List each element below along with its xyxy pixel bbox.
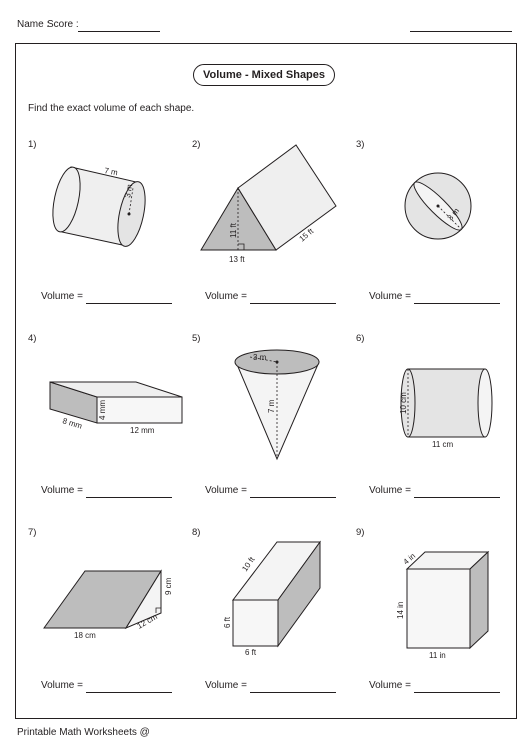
box-8-length-label: 10 ft bbox=[240, 555, 257, 574]
prism-2-base-label: 13 ft bbox=[229, 255, 245, 264]
answer-line-7[interactable] bbox=[86, 692, 172, 693]
answer-line-1[interactable] bbox=[86, 303, 172, 304]
worksheet-title: Volume - Mixed Shapes bbox=[193, 64, 335, 86]
answer-line-6[interactable] bbox=[414, 497, 500, 498]
box-8-width-label: 6 ft bbox=[245, 648, 257, 657]
box-9-width-label: 11 in bbox=[429, 651, 446, 660]
cylinder-6-diameter-label: 10 cm bbox=[399, 392, 408, 414]
problem-number: 4) bbox=[28, 333, 37, 344]
volume-label: Volume = bbox=[41, 680, 83, 691]
instructions: Find the exact volume of each shape. bbox=[28, 103, 195, 114]
triangular-prism-shape-2: 11 ft 13 ft 15 ft bbox=[200, 144, 337, 264]
cone-5-radius-label: 3 m bbox=[253, 353, 267, 362]
rectangular-prism-shape-9: 4 in 14 in 11 in bbox=[396, 550, 490, 660]
box-4-height-label: 4 mm bbox=[98, 400, 107, 420]
problem-number: 1) bbox=[28, 139, 37, 150]
prism-7-height-label: 9 cm bbox=[164, 577, 173, 595]
worksheet-frame bbox=[15, 43, 517, 719]
problem-number: 6) bbox=[356, 333, 365, 344]
score-label: Score : bbox=[47, 19, 79, 30]
volume-label: Volume = bbox=[205, 485, 247, 496]
answer-line-4[interactable] bbox=[86, 497, 172, 498]
triangular-prism-shape-7: 18 cm 12 cm 9 cm bbox=[43, 569, 173, 640]
prism-7-length-label: 18 cm bbox=[74, 631, 96, 640]
name-score-line[interactable] bbox=[78, 31, 160, 32]
rectangular-prism-shape-4: 8 mm 4 mm 12 mm bbox=[49, 381, 183, 435]
problem-number: 9) bbox=[356, 527, 365, 538]
answer-line-3[interactable] bbox=[414, 303, 500, 304]
problem-number: 8) bbox=[192, 527, 201, 538]
cylinder-1-radius-label: 3 m bbox=[123, 183, 134, 198]
box-8-height-label: 6 ft bbox=[223, 616, 232, 628]
volume-label: Volume = bbox=[205, 680, 247, 691]
name-label: Name : bbox=[17, 19, 50, 30]
cylinder-1-length-label: 7 m bbox=[104, 166, 119, 177]
answer-line-5[interactable] bbox=[250, 497, 336, 498]
problem-number: 5) bbox=[192, 333, 201, 344]
problem-number: 3) bbox=[356, 139, 365, 150]
volume-label: Volume = bbox=[41, 291, 83, 302]
sphere-shape-3: 3 m bbox=[404, 172, 472, 240]
rectangular-prism-shape-8: 10 ft 6 ft 6 ft bbox=[223, 540, 321, 657]
footer-text: Printable Math Worksheets @ bbox=[17, 727, 150, 738]
prism-2-height-label: 11 ft bbox=[229, 222, 238, 238]
box-4-length-label: 12 mm bbox=[130, 426, 155, 435]
problem-number: 7) bbox=[28, 527, 37, 538]
cylinder-shape-6: 10 cm 11 cm bbox=[399, 368, 493, 449]
answer-line-8[interactable] bbox=[250, 692, 336, 693]
volume-label: Volume = bbox=[369, 485, 411, 496]
cone-shape-5: 3 m 7 m bbox=[234, 349, 320, 461]
volume-label: Volume = bbox=[369, 291, 411, 302]
score-line[interactable] bbox=[410, 31, 512, 32]
problem-number: 2) bbox=[192, 139, 201, 150]
answer-line-2[interactable] bbox=[250, 303, 336, 304]
volume-label: Volume = bbox=[41, 485, 83, 496]
cone-5-height-label: 7 m bbox=[267, 399, 276, 413]
volume-label: Volume = bbox=[205, 291, 247, 302]
cylinder-shape-1: 7 m 3 m bbox=[52, 166, 146, 247]
answer-line-9[interactable] bbox=[414, 692, 500, 693]
box-9-height-label: 14 in bbox=[396, 602, 405, 619]
cylinder-6-length-label: 11 cm bbox=[432, 440, 454, 449]
volume-label: Volume = bbox=[369, 680, 411, 691]
